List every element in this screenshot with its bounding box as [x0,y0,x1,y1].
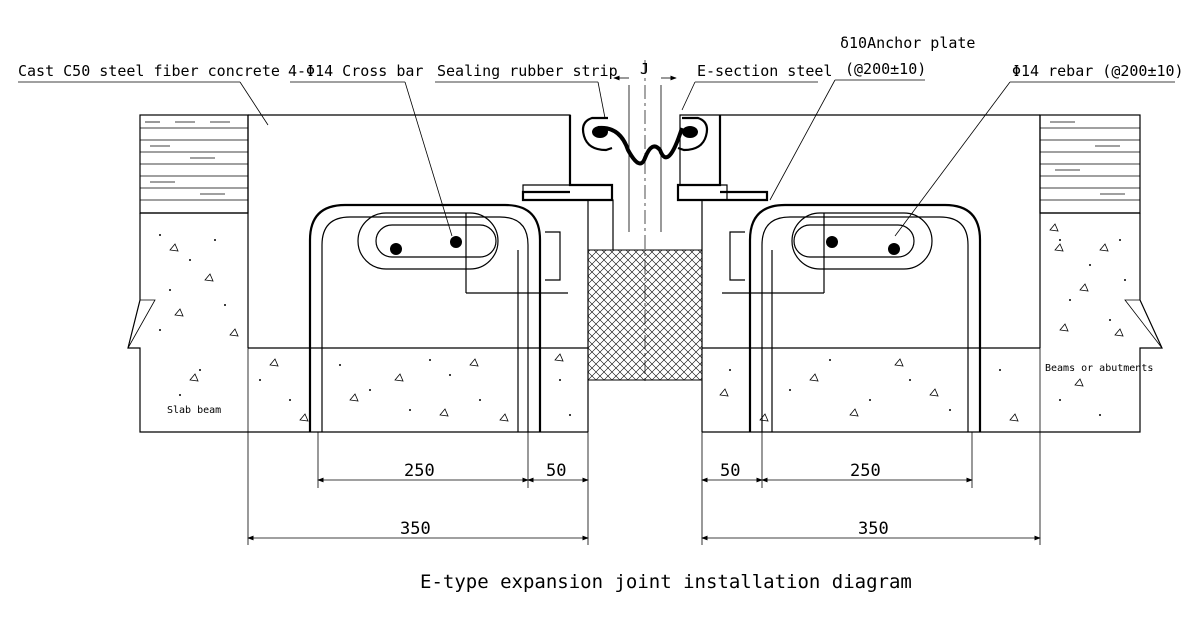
label-slab-beam: Slab beam [167,405,221,416]
label-gap-j: J [640,60,649,78]
label-anchor-plate: δ10Anchor plate [840,34,975,52]
right-anchor-assembly [722,203,982,432]
aggregate-triangles [169,223,1124,422]
label-concrete: Cast C50 steel fiber concrete [18,62,280,80]
label-cross-bar: 4-Φ14 Cross bar [288,62,423,80]
dim-left-50: 50 [546,461,566,481]
label-beams-abutments: Beams or abutments [1045,363,1153,374]
e-section-steel [521,115,769,202]
concrete-texture [159,234,1126,416]
label-sealing-strip: Sealing rubber strip [437,62,618,80]
dim-right-250: 250 [850,461,881,481]
dimension-lines [247,348,1041,545]
dim-left-350: 350 [400,519,431,539]
label-anchor-spacing: (@200±10) [845,60,926,78]
right-structure [679,114,1163,433]
sealing-rubber-strip [592,125,698,166]
dim-right-350: 350 [858,519,889,539]
diagram-caption: E-type expansion joint installation diag… [420,571,912,593]
joint-gap [587,60,703,432]
left-pavement-hatch [140,121,248,201]
right-pavement-hatch [1040,121,1140,201]
left-anchor-assembly [308,203,568,432]
label-rebar: Φ14 rebar (@200±10) [1012,62,1184,80]
leader-lines [18,75,1175,237]
dim-left-250: 250 [404,461,435,481]
dim-right-50: 50 [720,461,740,481]
label-e-section: E-section steel [697,62,832,80]
